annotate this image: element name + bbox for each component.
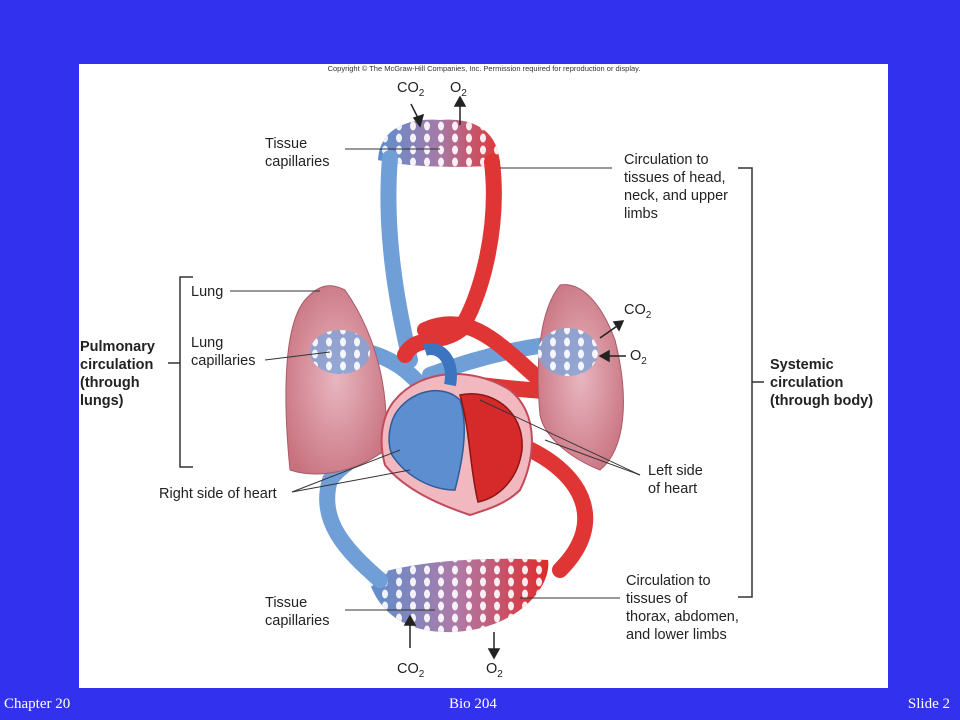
diagram-panel: Copyright © The McGraw-Hill Companies, I…	[79, 64, 888, 688]
label-left-heart-1: Left side	[648, 463, 703, 479]
top-capillary-bed	[378, 119, 500, 167]
footer-chapter: Chapter 20	[4, 696, 71, 712]
slide-footer: Chapter 20 Bio 204 Slide 2	[0, 688, 960, 720]
right-lung	[537, 284, 624, 471]
label-pulmonary-3: (through	[80, 375, 140, 391]
heart	[380, 343, 533, 517]
label-bottom-co2: CO2	[397, 661, 425, 680]
label-bottom-o2: O2	[486, 661, 503, 680]
gas-arrows	[403, 95, 626, 660]
label-right-heart: Right side of heart	[159, 486, 277, 502]
label-tissue-capillaries-bottom-2: capillaries	[265, 613, 329, 629]
label-circulation-lower-4: and lower limbs	[626, 627, 727, 643]
label-tissue-capillaries-top-2: capillaries	[265, 154, 329, 170]
label-top-co2: CO2	[397, 80, 425, 99]
label-systemic-2: circulation	[770, 375, 843, 391]
label-circulation-upper-4: limbs	[624, 206, 658, 222]
footer-slide-number: Slide 2	[907, 696, 950, 712]
label-lung-capillaries-1: Lung	[191, 335, 223, 351]
left-lung	[285, 285, 387, 475]
footer-course: Bio 204	[449, 696, 497, 712]
label-pulmonary-1: Pulmonary	[80, 339, 155, 355]
label-pulmonary-2: circulation	[80, 357, 153, 373]
label-left-heart-2: of heart	[648, 481, 697, 497]
label-lung-o2: O2	[630, 348, 647, 367]
label-circulation-lower-2: tissues of	[626, 591, 688, 607]
label-tissue-capillaries-bottom-1: Tissue	[265, 595, 307, 611]
label-tissue-capillaries-top-1: Tissue	[265, 136, 307, 152]
label-lung: Lung	[191, 284, 223, 300]
systemic-bracket	[738, 167, 764, 598]
labels: CO2 O2 Tissue capillaries Circulation to…	[80, 80, 873, 680]
leader-lines	[230, 148, 641, 611]
bottom-capillary-bed	[368, 558, 549, 633]
copyright-text: Copyright © The McGraw-Hill Companies, I…	[328, 64, 641, 73]
label-circulation-upper-1: Circulation to	[624, 152, 709, 168]
label-systemic-1: Systemic	[770, 357, 834, 373]
label-systemic-3: (through body)	[770, 393, 873, 409]
pulmonary-bracket	[168, 276, 193, 468]
label-lung-co2: CO2	[624, 302, 652, 321]
label-circulation-lower-3: thorax, abdomen,	[626, 609, 739, 625]
label-circulation-upper-2: tissues of head,	[624, 170, 726, 186]
circulation-diagram: Copyright © The McGraw-Hill Companies, I…	[80, 64, 873, 680]
label-circulation-upper-3: neck, and upper	[624, 188, 728, 204]
label-circulation-lower-1: Circulation to	[626, 573, 711, 589]
label-pulmonary-4: lungs)	[80, 393, 124, 409]
label-top-o2: O2	[450, 80, 467, 99]
label-lung-capillaries-2: capillaries	[191, 353, 255, 369]
